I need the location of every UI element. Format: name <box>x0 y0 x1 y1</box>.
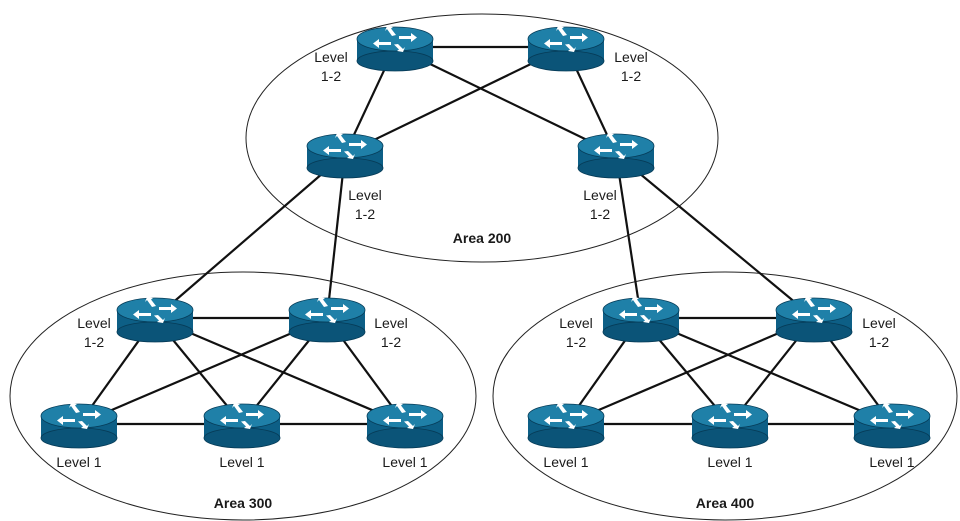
router-label-a200-top-left: Level <box>314 49 347 65</box>
router-label-a300-l12-left: 1-2 <box>84 334 104 350</box>
router-icon <box>116 296 194 343</box>
router-label-a300-l1-mid: Level 1 <box>219 454 264 470</box>
router-label-a200-top-right: 1-2 <box>621 68 641 84</box>
link-a200-top-left-to-a200-mid-right <box>394 46 617 155</box>
link-a200-top-right-to-a200-mid-left <box>344 46 567 155</box>
router-label-a300-l1-left: Level 1 <box>56 454 101 470</box>
router-label-a200-mid-right: 1-2 <box>590 206 610 222</box>
link-a200-mid-right-to-a400-l12-left <box>614 153 643 319</box>
area-200-ellipse <box>245 13 719 263</box>
router-icon <box>602 296 680 343</box>
router-label-a300-l1-right: Level 1 <box>382 454 427 470</box>
router-icon <box>527 25 605 72</box>
router-icon <box>691 402 769 449</box>
router-label-a400-l1-left: Level 1 <box>543 454 588 470</box>
link-a400-l12-left-to-a400-l1-right <box>640 316 893 426</box>
link-a200-mid-right-to-a400-l12-right <box>615 153 815 319</box>
area-400-label: Area 400 <box>696 495 755 511</box>
router-icon <box>356 25 434 72</box>
router-label-a400-l1-right: Level 1 <box>869 454 914 470</box>
router-icon <box>203 402 281 449</box>
router-icon <box>527 402 605 449</box>
area-300-ellipse <box>9 271 477 521</box>
router-label-a300-l12-right: 1-2 <box>381 334 401 350</box>
router-label-a400-l1-mid: Level 1 <box>707 454 752 470</box>
area-300-label: Area 300 <box>214 495 273 511</box>
router-label-a200-top-left: 1-2 <box>321 68 341 84</box>
link-a400-l12-right-to-a400-l1-left <box>565 316 815 426</box>
link-a200-mid-left-to-a300-l12-right <box>325 153 347 319</box>
router-icon <box>40 402 118 449</box>
router-label-a200-mid-right: Level <box>583 187 616 203</box>
router-label-a200-top-right: Level <box>614 49 647 65</box>
router-icon <box>577 132 655 179</box>
router-icon <box>775 296 853 343</box>
router-icon <box>366 402 444 449</box>
area-400-ellipse <box>492 271 958 521</box>
router-label-a400-l12-right: Level <box>862 315 895 331</box>
area-200-label: Area 200 <box>453 230 512 246</box>
router-label-a400-l12-left: 1-2 <box>566 334 586 350</box>
router-label-a400-l12-left: Level <box>559 315 592 331</box>
router-label-a200-mid-left: Level <box>348 187 381 203</box>
router-icon <box>853 402 931 449</box>
link-a300-l12-right-to-a300-l1-left <box>78 316 328 426</box>
link-a300-l12-left-to-a300-l1-right <box>154 316 406 426</box>
router-icon <box>306 132 384 179</box>
router-icon <box>288 296 366 343</box>
router-label-a300-l12-left: Level <box>77 315 110 331</box>
router-label-a400-l12-right: 1-2 <box>869 334 889 350</box>
link-a200-mid-left-to-a300-l12-left <box>154 153 346 319</box>
router-label-a200-mid-left: 1-2 <box>355 206 375 222</box>
router-label-a300-l12-right: Level <box>374 315 407 331</box>
labels-layer: Level1-2Level1-2Level1-2Level1-2Level1-2… <box>56 49 914 470</box>
